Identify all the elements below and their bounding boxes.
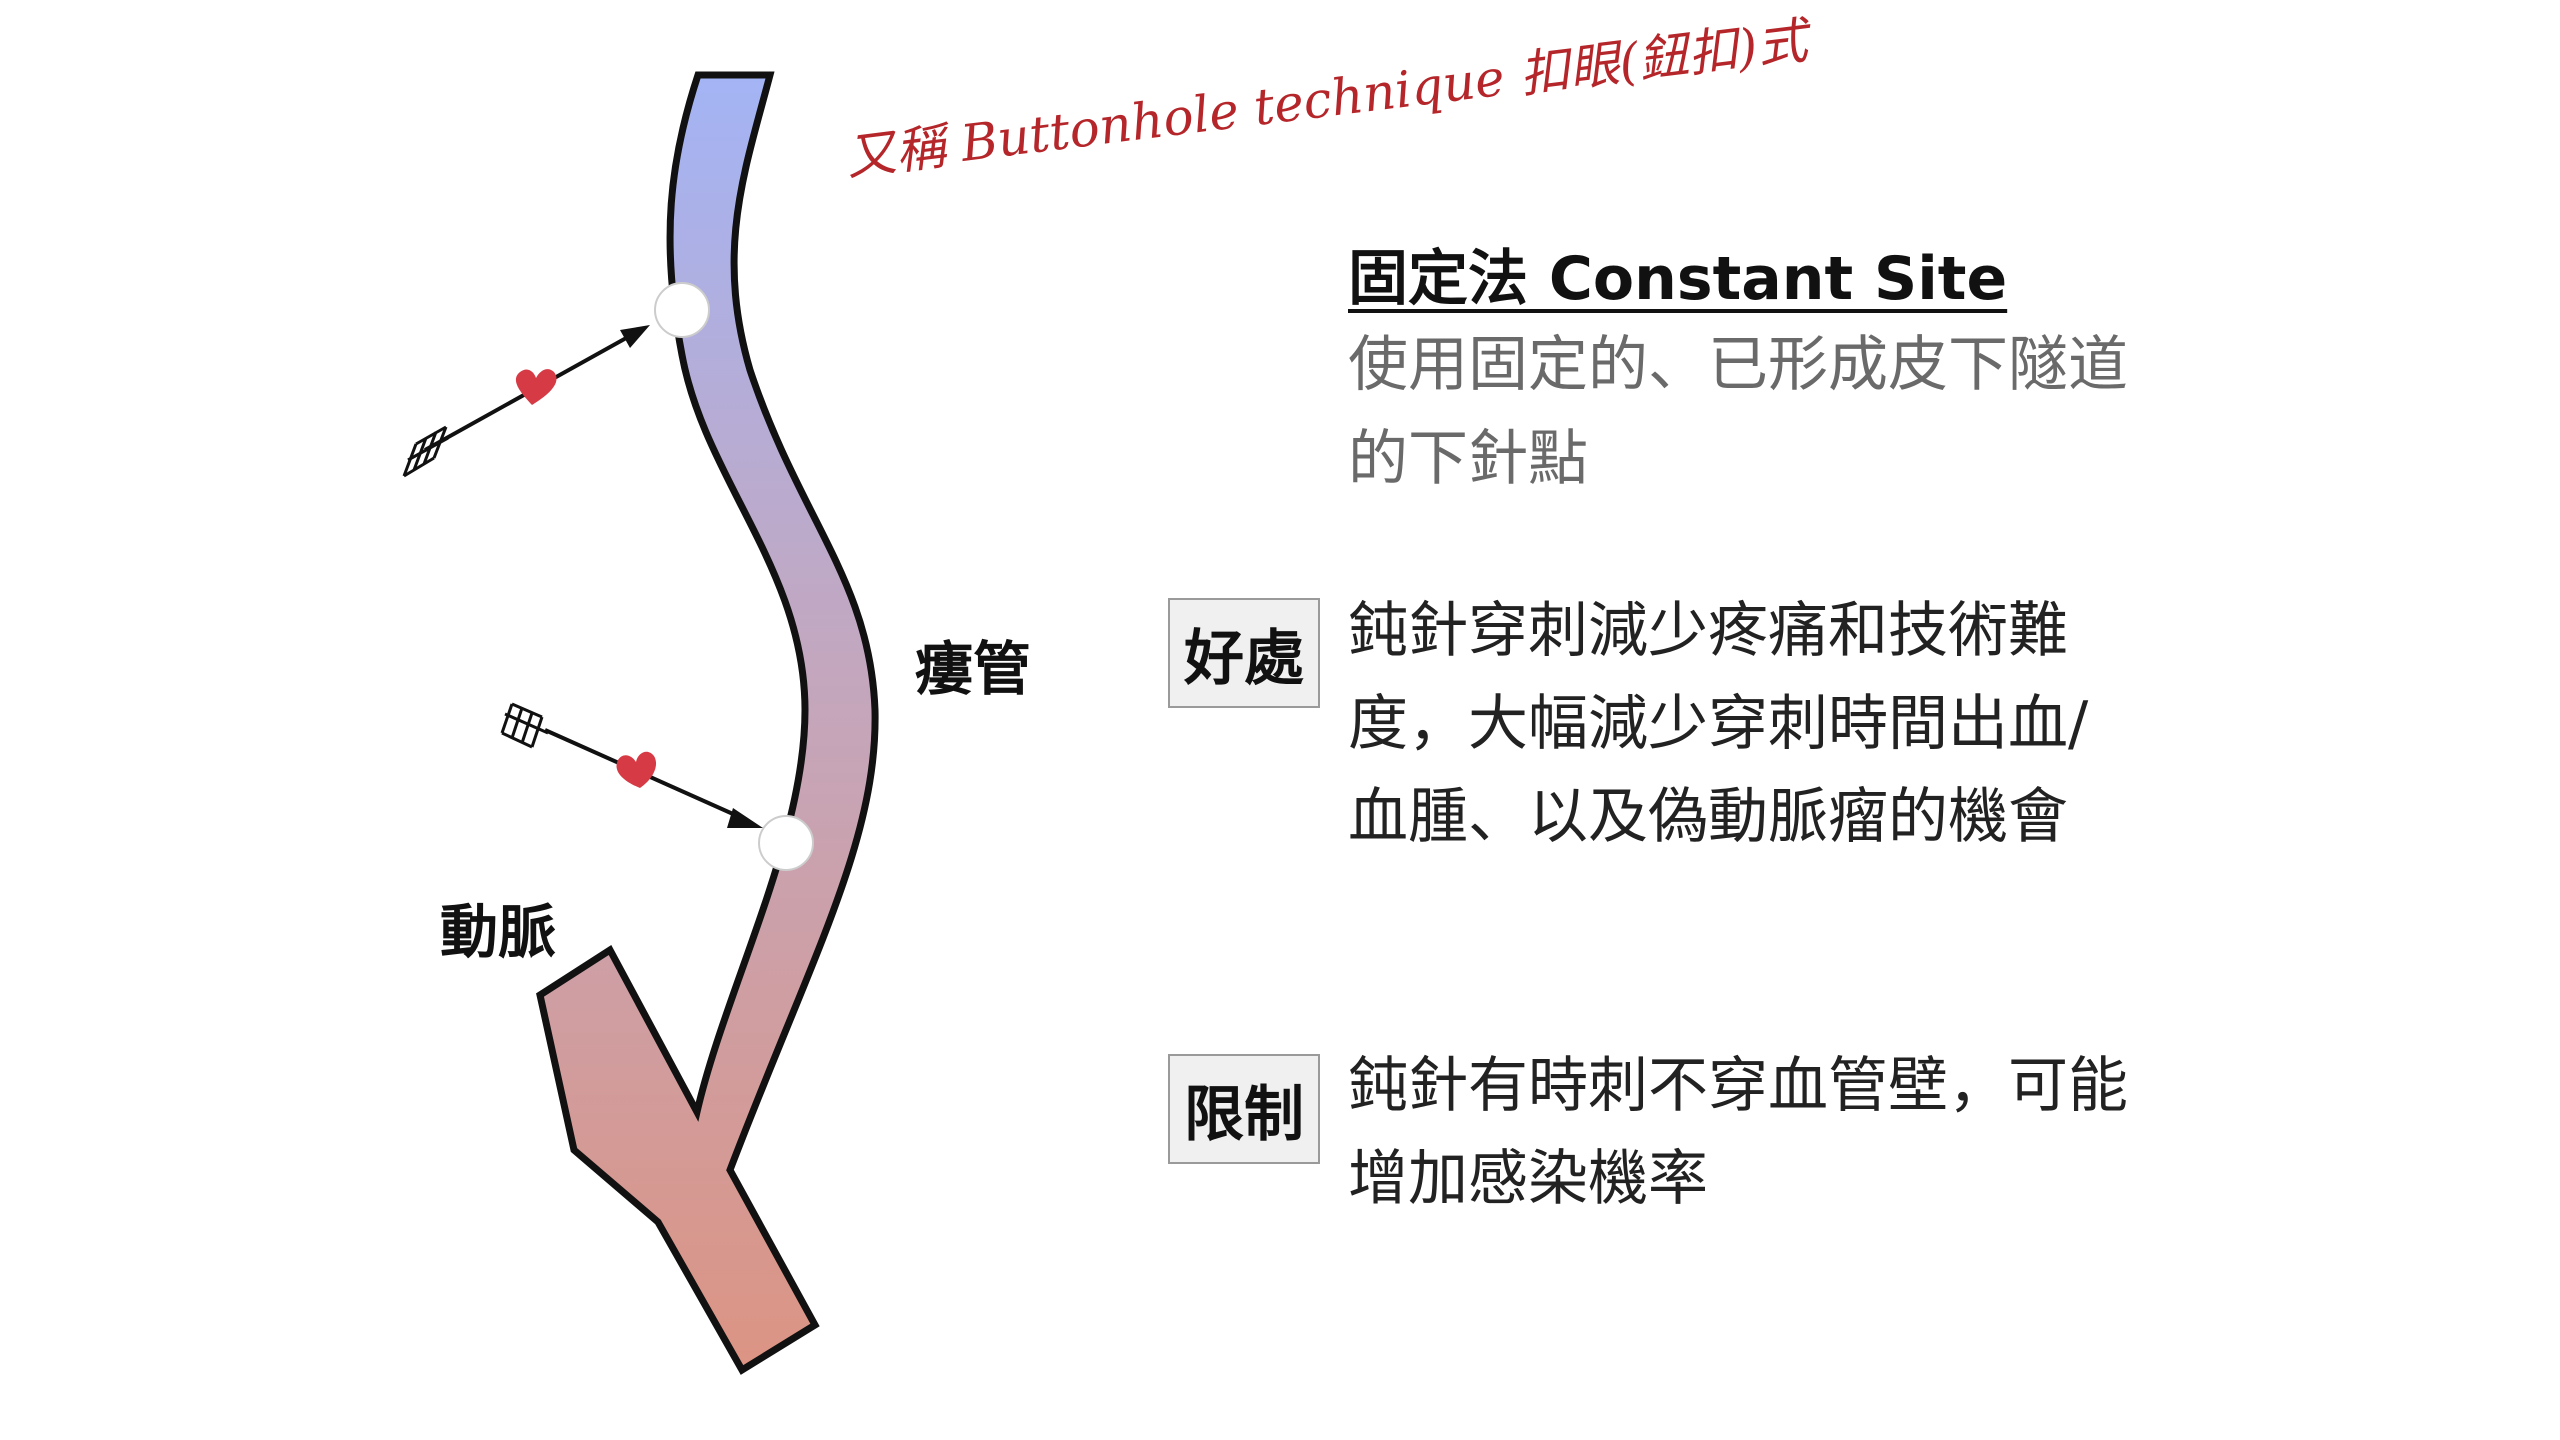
method-title: 固定法 Constant Site	[1348, 244, 2008, 314]
artery-label: 動脈	[440, 898, 557, 966]
puncture-site-lower	[758, 815, 814, 871]
needle-arrow-lower	[500, 702, 763, 828]
needle-arrow-upper	[402, 325, 650, 478]
limitation-text: 鈍針有時刺不穿血管壁，可能增加感染機率	[1348, 1051, 2128, 1214]
heart-icon	[515, 369, 557, 405]
limitation-tag: 限制	[1168, 1054, 1320, 1164]
fistula-vessel	[536, 71, 879, 1375]
puncture-site-upper	[654, 282, 710, 338]
arrow-fletching-icon	[500, 702, 549, 749]
heart-icon	[616, 751, 657, 788]
benefit-text: 鈍針穿刺減少疼痛和技術難度，大幅減少穿刺時間出血/血腫、以及偽動脈瘤的機會	[1348, 596, 2089, 852]
fistula-label: 瘻管	[915, 635, 1032, 703]
arrow-fletching-icon	[402, 425, 449, 478]
benefit-tag: 好處	[1168, 598, 1320, 708]
method-description: 使用固定的、已形成皮下隧道的下針點	[1348, 330, 2128, 494]
